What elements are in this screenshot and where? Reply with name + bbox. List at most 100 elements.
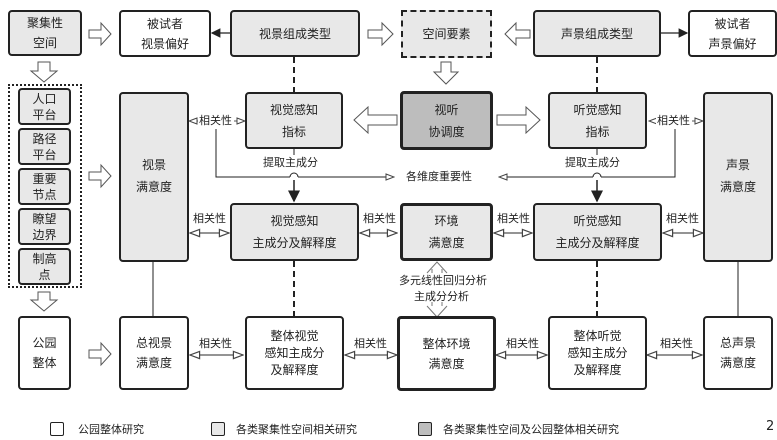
box-text: 听觉感知 xyxy=(573,214,622,228)
box-text: 环境 xyxy=(434,214,459,228)
box-text: 重要 xyxy=(32,171,57,186)
box-text: 声景偏好 xyxy=(708,36,757,51)
correlation-label: 相关性 xyxy=(497,212,530,225)
subject-visual-preference-box: 被试者 视景偏好 xyxy=(119,10,211,57)
sub-space-box-high-point: 制高 点 xyxy=(18,248,71,285)
box-text: 及解释度 xyxy=(270,362,319,377)
block-arrow-left xyxy=(504,21,531,47)
box-text: 满意度 xyxy=(428,236,465,250)
box-text: 指标 xyxy=(281,124,306,139)
total-sound-satisfaction-box: 总声景 满意度 xyxy=(703,316,773,390)
regression-arrow-down xyxy=(426,302,448,318)
box-text: 满意度 xyxy=(135,356,172,370)
box-text: 点 xyxy=(38,267,51,282)
correlation-label: 相关性 xyxy=(656,114,691,128)
audio-visual-coordination-box: 视听 协调度 xyxy=(400,91,493,150)
block-arrow-right xyxy=(88,341,112,367)
correlation-label: 相关性 xyxy=(666,212,699,225)
legend-swatch-cluster-spaces xyxy=(211,422,225,436)
extract-pc-label: 提取主成分 xyxy=(262,156,319,170)
box-text: 主成分及解释度 xyxy=(252,236,337,250)
correlation-label: 相关性 xyxy=(199,337,232,350)
box-text: 声景 xyxy=(725,158,750,172)
audio-perception-index-box: 听觉感知 指标 xyxy=(548,92,647,149)
block-arrow-left xyxy=(353,105,398,135)
park-whole-box: 公园 整体 xyxy=(18,316,71,390)
box-text: 整体环境 xyxy=(422,336,471,351)
environment-satisfaction-box: 环境 满意度 xyxy=(400,203,493,261)
box-text: 整体 xyxy=(32,356,57,370)
box-text: 主成分及解释度 xyxy=(555,236,640,250)
regression-arrow-up xyxy=(426,261,448,274)
page-number: 2 xyxy=(766,419,775,434)
block-arrow-right xyxy=(88,163,112,189)
box-text: 指标 xyxy=(585,124,610,139)
block-arrow-down xyxy=(29,61,59,83)
block-arrow-down xyxy=(29,291,59,312)
subject-sound-preference-box: 被试者 声景偏好 xyxy=(688,10,777,57)
box-text: 及解释度 xyxy=(573,362,622,377)
whole-environment-satisfaction-box: 整体环境 满意度 xyxy=(397,316,496,391)
box-text: 感知主成分 xyxy=(567,345,628,360)
box-text: 制高 xyxy=(32,251,57,266)
dimension-importance-label: 各维度重要性 xyxy=(405,170,473,184)
box-text: 空间要素 xyxy=(422,27,471,41)
legend-label: 各类聚集性空间相关研究 xyxy=(236,423,357,436)
sub-space-box-entrance-platform: 人口 平台 xyxy=(18,88,71,125)
correlation-label: 相关性 xyxy=(506,337,539,350)
box-text: 整体视觉 xyxy=(270,328,319,343)
box-text: 视景 xyxy=(141,158,166,172)
sound-satisfaction-box: 声景 满意度 xyxy=(703,92,773,262)
box-text: 瞭望 xyxy=(32,211,57,226)
box-text: 满意度 xyxy=(428,356,465,371)
cluster-space-box: 聚集性 空间 xyxy=(8,10,82,56)
box-text: 视景组成类型 xyxy=(258,26,331,41)
block-arrow-right xyxy=(88,21,112,47)
pc-analysis-label: 主成分分析 xyxy=(414,290,469,303)
visual-pc-box: 视觉感知 主成分及解释度 xyxy=(230,203,359,261)
correlation-label: 相关性 xyxy=(198,114,233,128)
box-text: 节点 xyxy=(32,187,57,202)
box-text: 总声景 xyxy=(719,336,756,350)
legend-swatch-park-whole xyxy=(50,422,64,436)
correlation-label: 相关性 xyxy=(660,337,693,350)
box-text: 满意度 xyxy=(719,356,756,370)
whole-audio-pc-box: 整体听觉 感知主成分 及解释度 xyxy=(548,316,647,390)
space-elements-box: 空间要素 xyxy=(401,10,492,58)
sub-space-group xyxy=(8,84,82,288)
box-text: 感知主成分 xyxy=(264,345,325,360)
box-text: 总视景 xyxy=(135,336,172,350)
sound-composition-type-box: 声景组成类型 xyxy=(533,10,661,57)
box-text: 声景组成类型 xyxy=(560,26,633,41)
box-text: 公园 xyxy=(32,336,57,350)
sub-space-box-key-node: 重要 节点 xyxy=(18,168,71,205)
visual-perception-index-box: 视觉感知 指标 xyxy=(245,92,343,149)
box-text: 视听 xyxy=(434,102,459,117)
correlation-label: 相关性 xyxy=(363,212,396,225)
box-text: 视觉感知 xyxy=(270,214,319,228)
box-text: 满意度 xyxy=(719,180,756,194)
block-arrow-right xyxy=(496,105,541,135)
box-text: 空间 xyxy=(32,36,57,50)
regression-analysis-label: 多元线性回归分析 xyxy=(399,274,487,287)
box-text: 协调度 xyxy=(428,124,465,139)
box-text: 路径 xyxy=(32,131,57,146)
correlation-label: 相关性 xyxy=(354,337,387,350)
visual-composition-type-box: 视景组成类型 xyxy=(230,10,360,57)
extract-pc-label: 提取主成分 xyxy=(564,156,621,170)
box-text: 听觉感知 xyxy=(573,102,622,117)
sub-space-box-path-platform: 路径 平台 xyxy=(18,128,71,165)
box-text: 视景偏好 xyxy=(140,36,189,51)
box-text: 聚集性 xyxy=(26,16,63,30)
block-arrow-down xyxy=(432,61,460,85)
box-text: 平台 xyxy=(32,147,57,162)
legend-label: 各类聚集性空间及公园整体相关研究 xyxy=(443,423,619,436)
visual-satisfaction-box: 视景 满意度 xyxy=(119,92,189,262)
sub-space-box-lookout-edge: 瞭望 边界 xyxy=(18,208,71,245)
box-text: 满意度 xyxy=(135,180,172,194)
legend-label: 公园整体研究 xyxy=(78,423,144,436)
legend-swatch-both xyxy=(418,422,432,436)
box-text: 平台 xyxy=(32,107,57,122)
box-text: 边界 xyxy=(32,227,57,242)
